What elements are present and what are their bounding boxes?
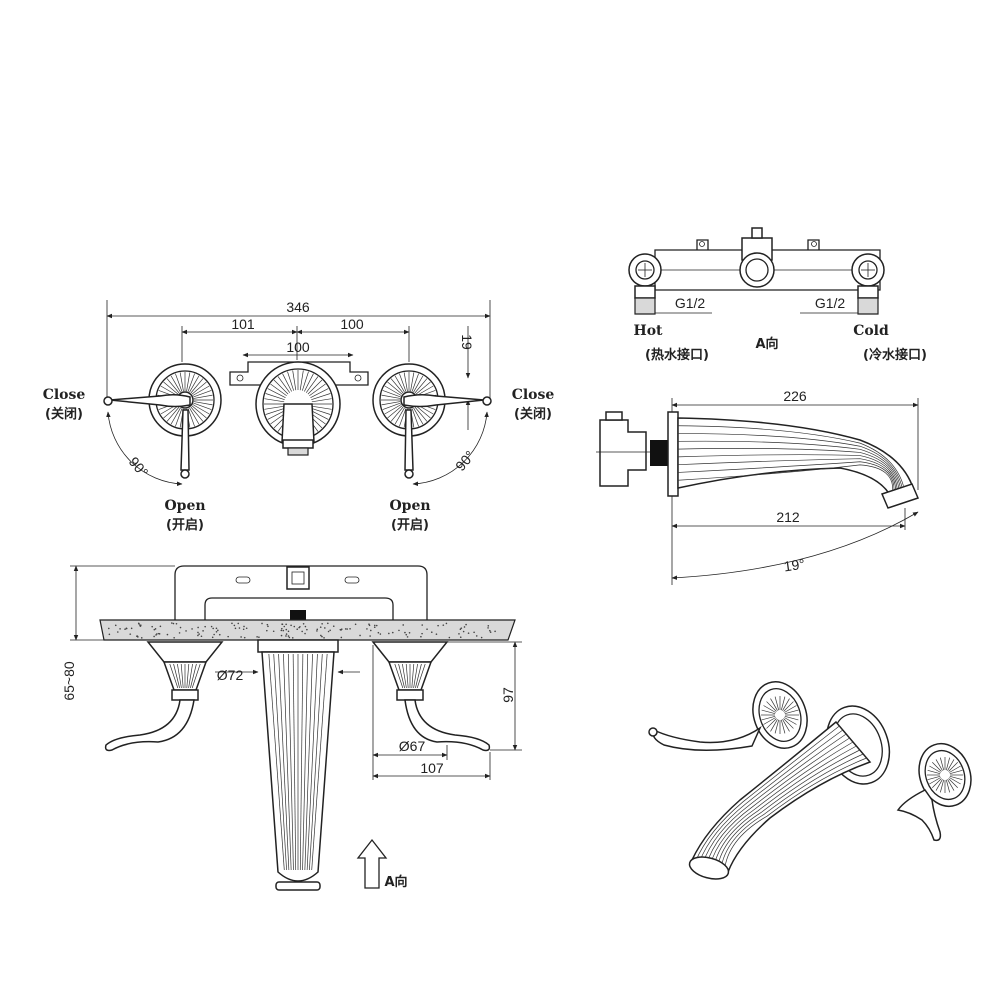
dim-offset: 19 — [459, 334, 475, 350]
label-close-right: Close — [512, 387, 555, 403]
front-view: 346 101 100 100 19 90° — [43, 299, 555, 533]
thread-left: G1/2 — [675, 295, 706, 311]
label-close-left: Close — [43, 387, 86, 403]
label-open-left-cn: (开启) — [166, 517, 204, 533]
thread-right: G1/2 — [815, 295, 846, 311]
label-cold: Cold — [853, 323, 889, 339]
label-open-left: Open — [164, 498, 205, 514]
dim-handle-reach: 107 — [420, 760, 444, 776]
dim-right-spacing: 100 — [340, 316, 364, 332]
dim-spout-length: 226 — [783, 388, 807, 404]
label-direction-a-section: A向 — [384, 874, 407, 890]
dim-center-width: 100 — [286, 339, 310, 355]
dim-handle-height: 97 — [500, 687, 516, 703]
label-close-left-cn: (关闭) — [45, 406, 83, 422]
dim-spout-reach: 212 — [776, 509, 800, 525]
spout-side-view: 226 212 19° — [596, 388, 920, 585]
angle-left: 90° — [126, 454, 152, 481]
angle-spout: 19° — [783, 556, 806, 575]
label-hot: Hot — [633, 323, 663, 339]
dim-wall-range: 65~80 — [61, 661, 77, 701]
section-view: 65~80 Ø72 Ø67 107 97 — [61, 565, 522, 891]
label-direction-a-top: A向 — [755, 336, 778, 352]
perspective-view — [648, 681, 972, 880]
label-hot-cn: (热水接口) — [645, 347, 709, 363]
label-open-right-cn: (开启) — [391, 517, 429, 533]
dim-spout-dia: Ø72 — [217, 667, 244, 683]
dim-left-spacing: 101 — [231, 316, 255, 332]
dim-overall-width: 346 — [286, 299, 310, 315]
label-cold-cn: (冷水接口) — [863, 347, 927, 363]
top-view: G1/2 G1/2 Hot (热水接口) Cold (冷水接口) A向 — [628, 227, 927, 363]
angle-right: 90° — [452, 447, 478, 474]
dim-handle-dia: Ø67 — [399, 738, 426, 754]
label-open-right: Open — [389, 498, 430, 514]
label-close-right-cn: (关闭) — [514, 406, 552, 422]
